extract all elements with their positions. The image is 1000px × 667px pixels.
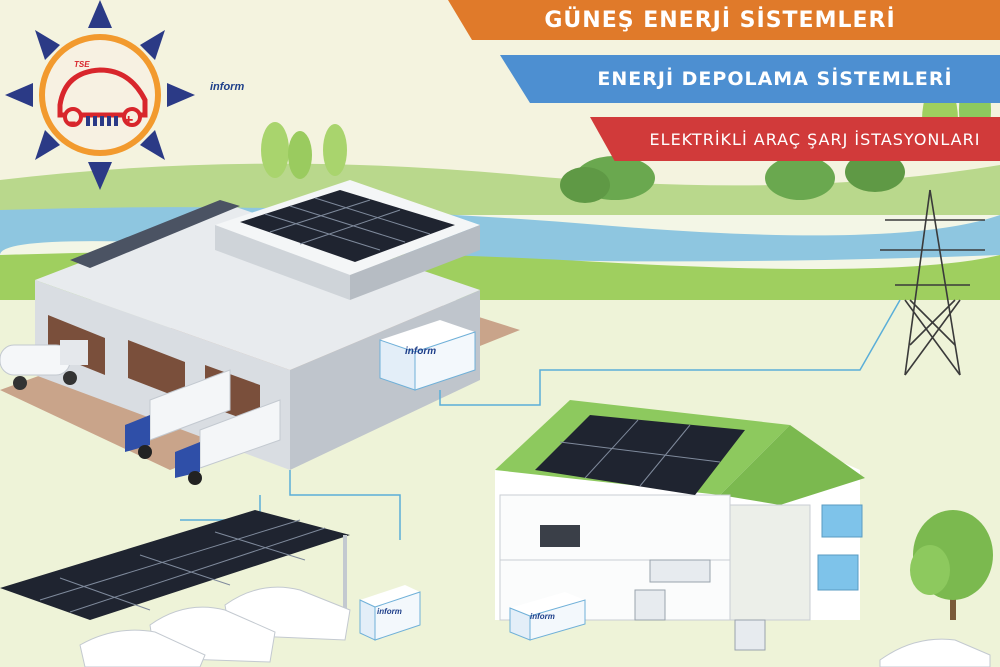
banner-ev-label: ELEKTRİKLİ ARAÇ ŞARJ İSTASYONLARI	[649, 129, 981, 149]
house-tree	[910, 510, 993, 620]
inform-brand-logo: inform	[210, 81, 245, 93]
logo-plus-sign: +	[124, 112, 134, 129]
carport-battery-storage	[359, 585, 421, 641]
solar-panel-icon	[240, 190, 455, 262]
house	[495, 400, 865, 651]
carport-storage-brand: inform	[377, 607, 402, 616]
banner-ev-charging: ELEKTRİKLİ ARAÇ ŞARJ İSTASYONLARI	[590, 117, 1000, 161]
house-battery-storage	[509, 592, 586, 641]
tanker-truck	[0, 340, 88, 390]
factory-battery-storage	[379, 320, 476, 391]
banner-solar-label: GÜNEŞ ENERJİ SİSTEMLERİ	[544, 7, 896, 33]
logo-minus-sign: −	[68, 114, 77, 130]
delivery-trucks	[125, 369, 281, 485]
banner-storage-label: ENERJİ DEPOLAMA SİSTEMLERİ	[597, 68, 953, 90]
power-pylon-icon	[880, 189, 985, 376]
company-logo	[5, 0, 195, 190]
logo-badge-text: TSE	[74, 60, 90, 69]
house-storage-brand: inform	[530, 612, 555, 621]
banner-energy-storage: ENERJİ DEPOLAMA SİSTEMLERİ	[500, 55, 1000, 103]
solar-carport	[0, 510, 350, 620]
banner-solar-energy: GÜNEŞ ENERJİ SİSTEMLERİ	[448, 0, 1000, 40]
factory-storage-brand: inform	[405, 346, 437, 357]
sun-icon	[5, 0, 195, 190]
car-battery-icon	[57, 67, 148, 127]
parked-cars	[79, 586, 991, 667]
